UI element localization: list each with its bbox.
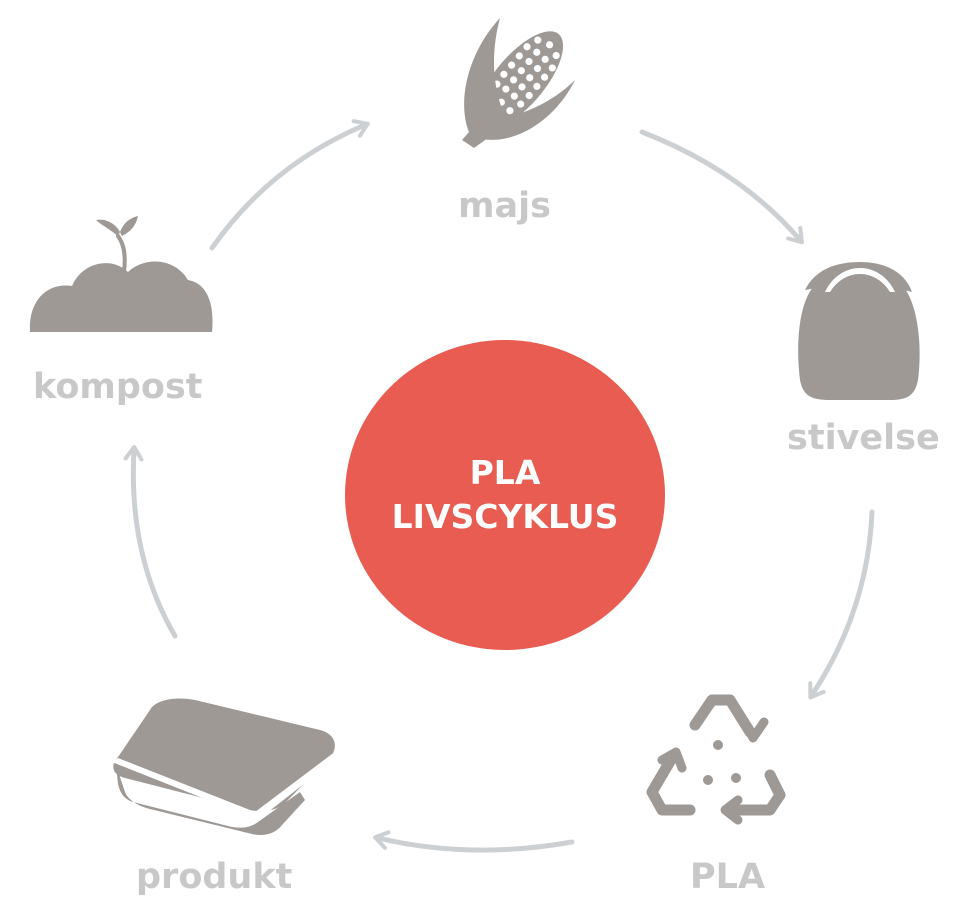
center-title: PLA LIVSCYKLUS <box>392 451 619 539</box>
arrow-produkt-to-kompost <box>123 445 178 639</box>
starch-sack-icon <box>798 262 920 400</box>
center-title-line-2: LIVSCYKLUS <box>391 497 619 536</box>
arrow-majs-to-stivelse <box>639 129 804 245</box>
stage-label-kompost: kompost <box>33 367 203 407</box>
arrow-stivelse-to-pla <box>808 509 875 700</box>
stage-label-produkt: produkt <box>136 857 293 897</box>
corn-icon <box>462 18 575 148</box>
arrow-pla-to-produkt <box>373 830 575 853</box>
center-circle: PLA LIVSCYKLUS <box>345 340 665 650</box>
food-container-icon <box>112 698 342 835</box>
arrow-kompost-to-majs <box>209 119 370 251</box>
recycle-icon <box>646 694 786 825</box>
stage-label-majs: majs <box>458 186 551 226</box>
center-title-line-1: PLA <box>469 453 541 492</box>
stage-label-pla: PLA <box>690 857 766 897</box>
stage-label-stivelse: stivelse <box>787 418 940 458</box>
compost-icon <box>29 216 213 332</box>
